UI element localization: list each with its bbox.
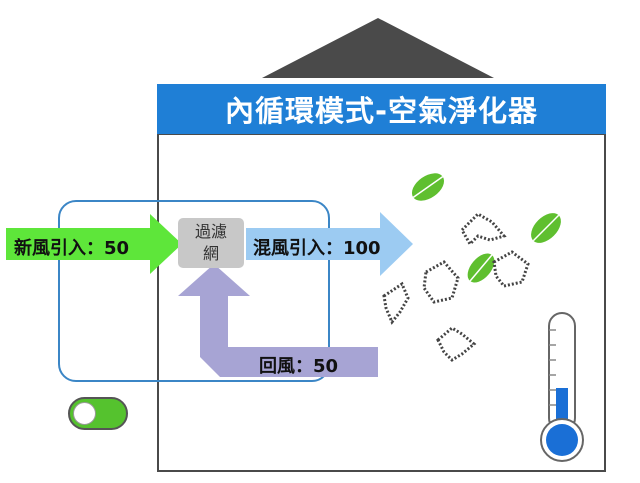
leaf-icon [467,253,495,283]
dust-particle-icon [492,250,530,288]
dust-particle-icon [422,260,460,304]
house-body [157,133,606,472]
filter-label-line1: 過濾 [194,222,227,241]
return-air-arrow [178,264,378,377]
fresh-air-label: 新風引入：50 [14,238,130,259]
page-title: 內循環模式-空氣淨化器 [224,94,539,128]
filter-box: 過濾 網 [178,218,244,268]
return-air-label: 回風：50 [259,356,339,377]
dust-particle-icon [436,326,477,362]
mixed-air-label: 混風引入：100 [253,238,381,259]
fresh-air-arrow [6,214,182,274]
title-banner: 內循環模式-空氣淨化器 [157,84,606,134]
mixed-air-arrow [246,212,413,276]
leaf-icon [411,173,445,201]
toggle-switch[interactable] [68,397,128,430]
dust-particle-icon [460,212,507,247]
filter-label-line2: 網 [202,244,219,263]
circulation-loop-box [58,200,330,382]
toggle-knob [73,402,96,425]
leaf-icon [531,213,561,243]
dust-particle-icon [382,281,410,325]
